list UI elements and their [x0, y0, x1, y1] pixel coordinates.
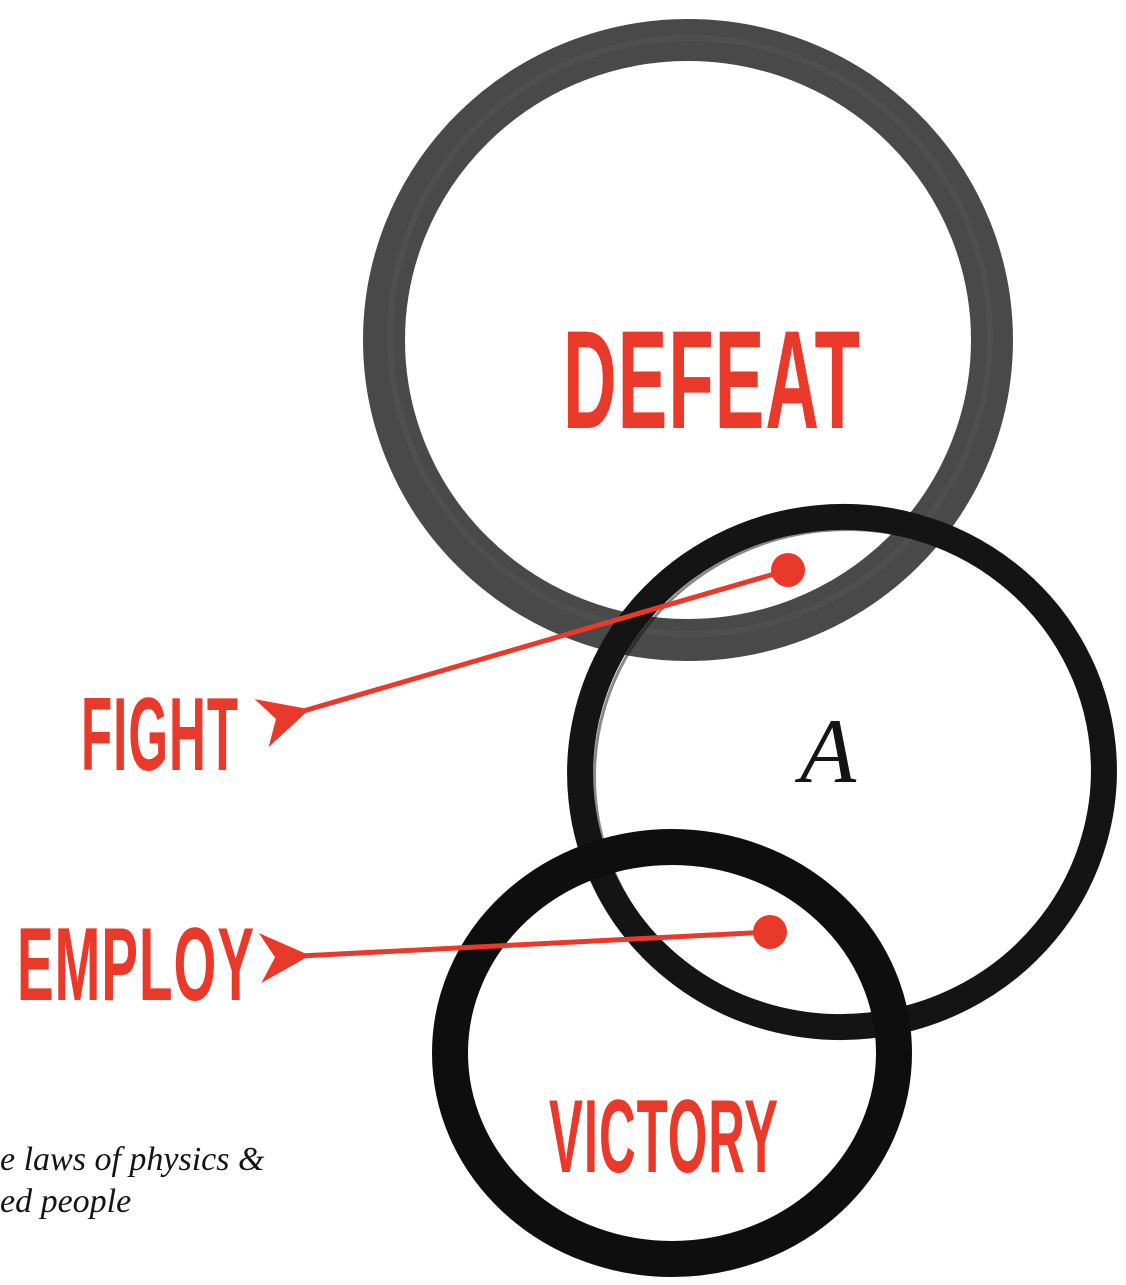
- bottom-ink-circle-icon: [450, 847, 894, 1259]
- victory-word: VICTORY: [549, 1079, 779, 1195]
- employ-word: EMPLOY: [17, 907, 255, 1023]
- employ-arrow-icon: [300, 915, 787, 956]
- defeat-word: DEFEAT: [563, 301, 861, 458]
- subtitle-line-1: e laws of physics &: [0, 1141, 265, 1178]
- a-letter: A: [794, 700, 857, 802]
- fight-word: FIGHT: [81, 677, 239, 793]
- subtitle-line-2: ed people: [0, 1183, 131, 1220]
